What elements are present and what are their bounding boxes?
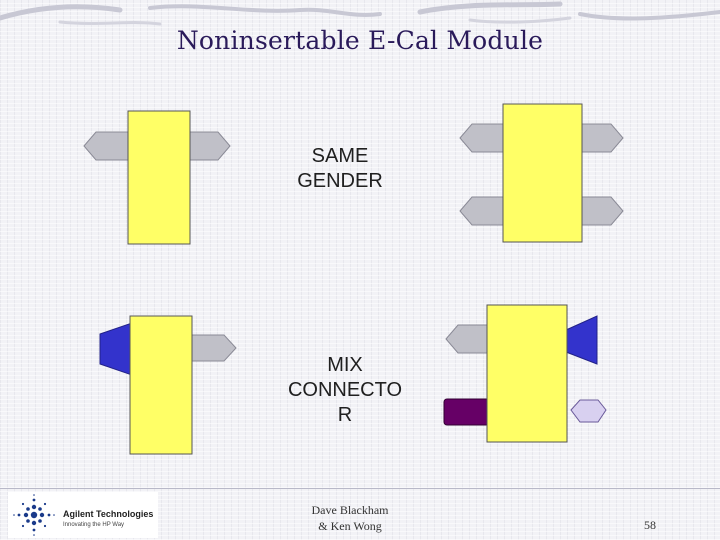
logo-name: Agilent Technologies (63, 509, 154, 519)
module-body (129, 315, 193, 455)
module-body (502, 103, 583, 243)
agilent-spark-icon (13, 494, 55, 536)
module-body (486, 304, 568, 443)
connector-gray-top-left (459, 123, 506, 153)
same-gender-module-left (83, 110, 231, 245)
connector-blue-right (565, 315, 598, 365)
connector-gray-left (445, 324, 490, 354)
same-gender-module-right (459, 103, 624, 243)
module-body (127, 110, 191, 245)
connector-gray-left (83, 131, 131, 161)
logo-tagline: Innovating the HP Way (63, 522, 125, 528)
connector-purple-left (443, 398, 490, 426)
page-number: 58 (644, 518, 656, 532)
slide-title: Noninsertable E-Cal Module (176, 26, 544, 55)
connector-blue-left (99, 322, 133, 376)
connector-lavender-right (570, 399, 607, 423)
connector-gray-right (189, 334, 237, 362)
footer-divider (0, 488, 720, 489)
mix-module-left (99, 315, 237, 455)
mix-module-right (443, 304, 607, 443)
agilent-logo: Agilent Technologies Innovating the HP W… (8, 492, 158, 538)
same-gender-label: SAME GENDER (297, 145, 383, 192)
mix-connector-label: MIX CONNECTO R (287, 354, 403, 426)
footer: Agilent Technologies Innovating the HP W… (0, 488, 720, 540)
connector-gray-bottom-left (459, 196, 506, 226)
top-decoration (0, 1, 720, 26)
connector-gray-top-right (579, 123, 624, 153)
connector-gray-bottom-right (579, 196, 624, 226)
author-credit: Dave Blackham & Ken Wong (311, 503, 389, 533)
connector-gray-right (187, 131, 231, 161)
